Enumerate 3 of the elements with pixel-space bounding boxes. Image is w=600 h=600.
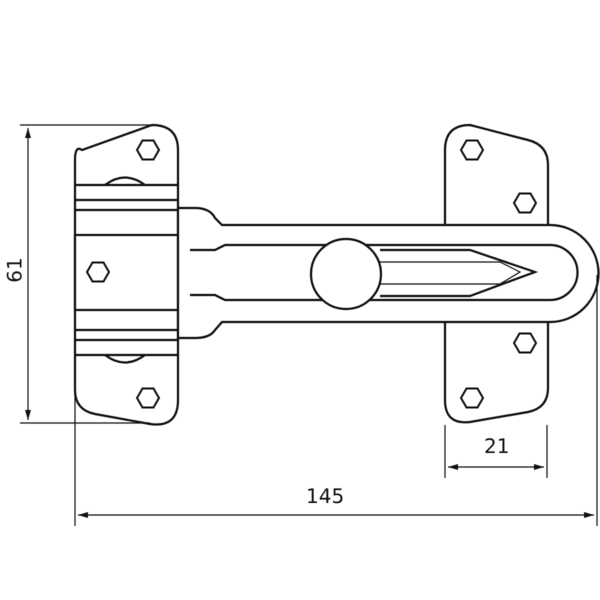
dimension-label: 21 bbox=[484, 436, 510, 456]
dimension-label: 145 bbox=[306, 486, 344, 506]
dimension-label: 61 bbox=[4, 257, 25, 283]
